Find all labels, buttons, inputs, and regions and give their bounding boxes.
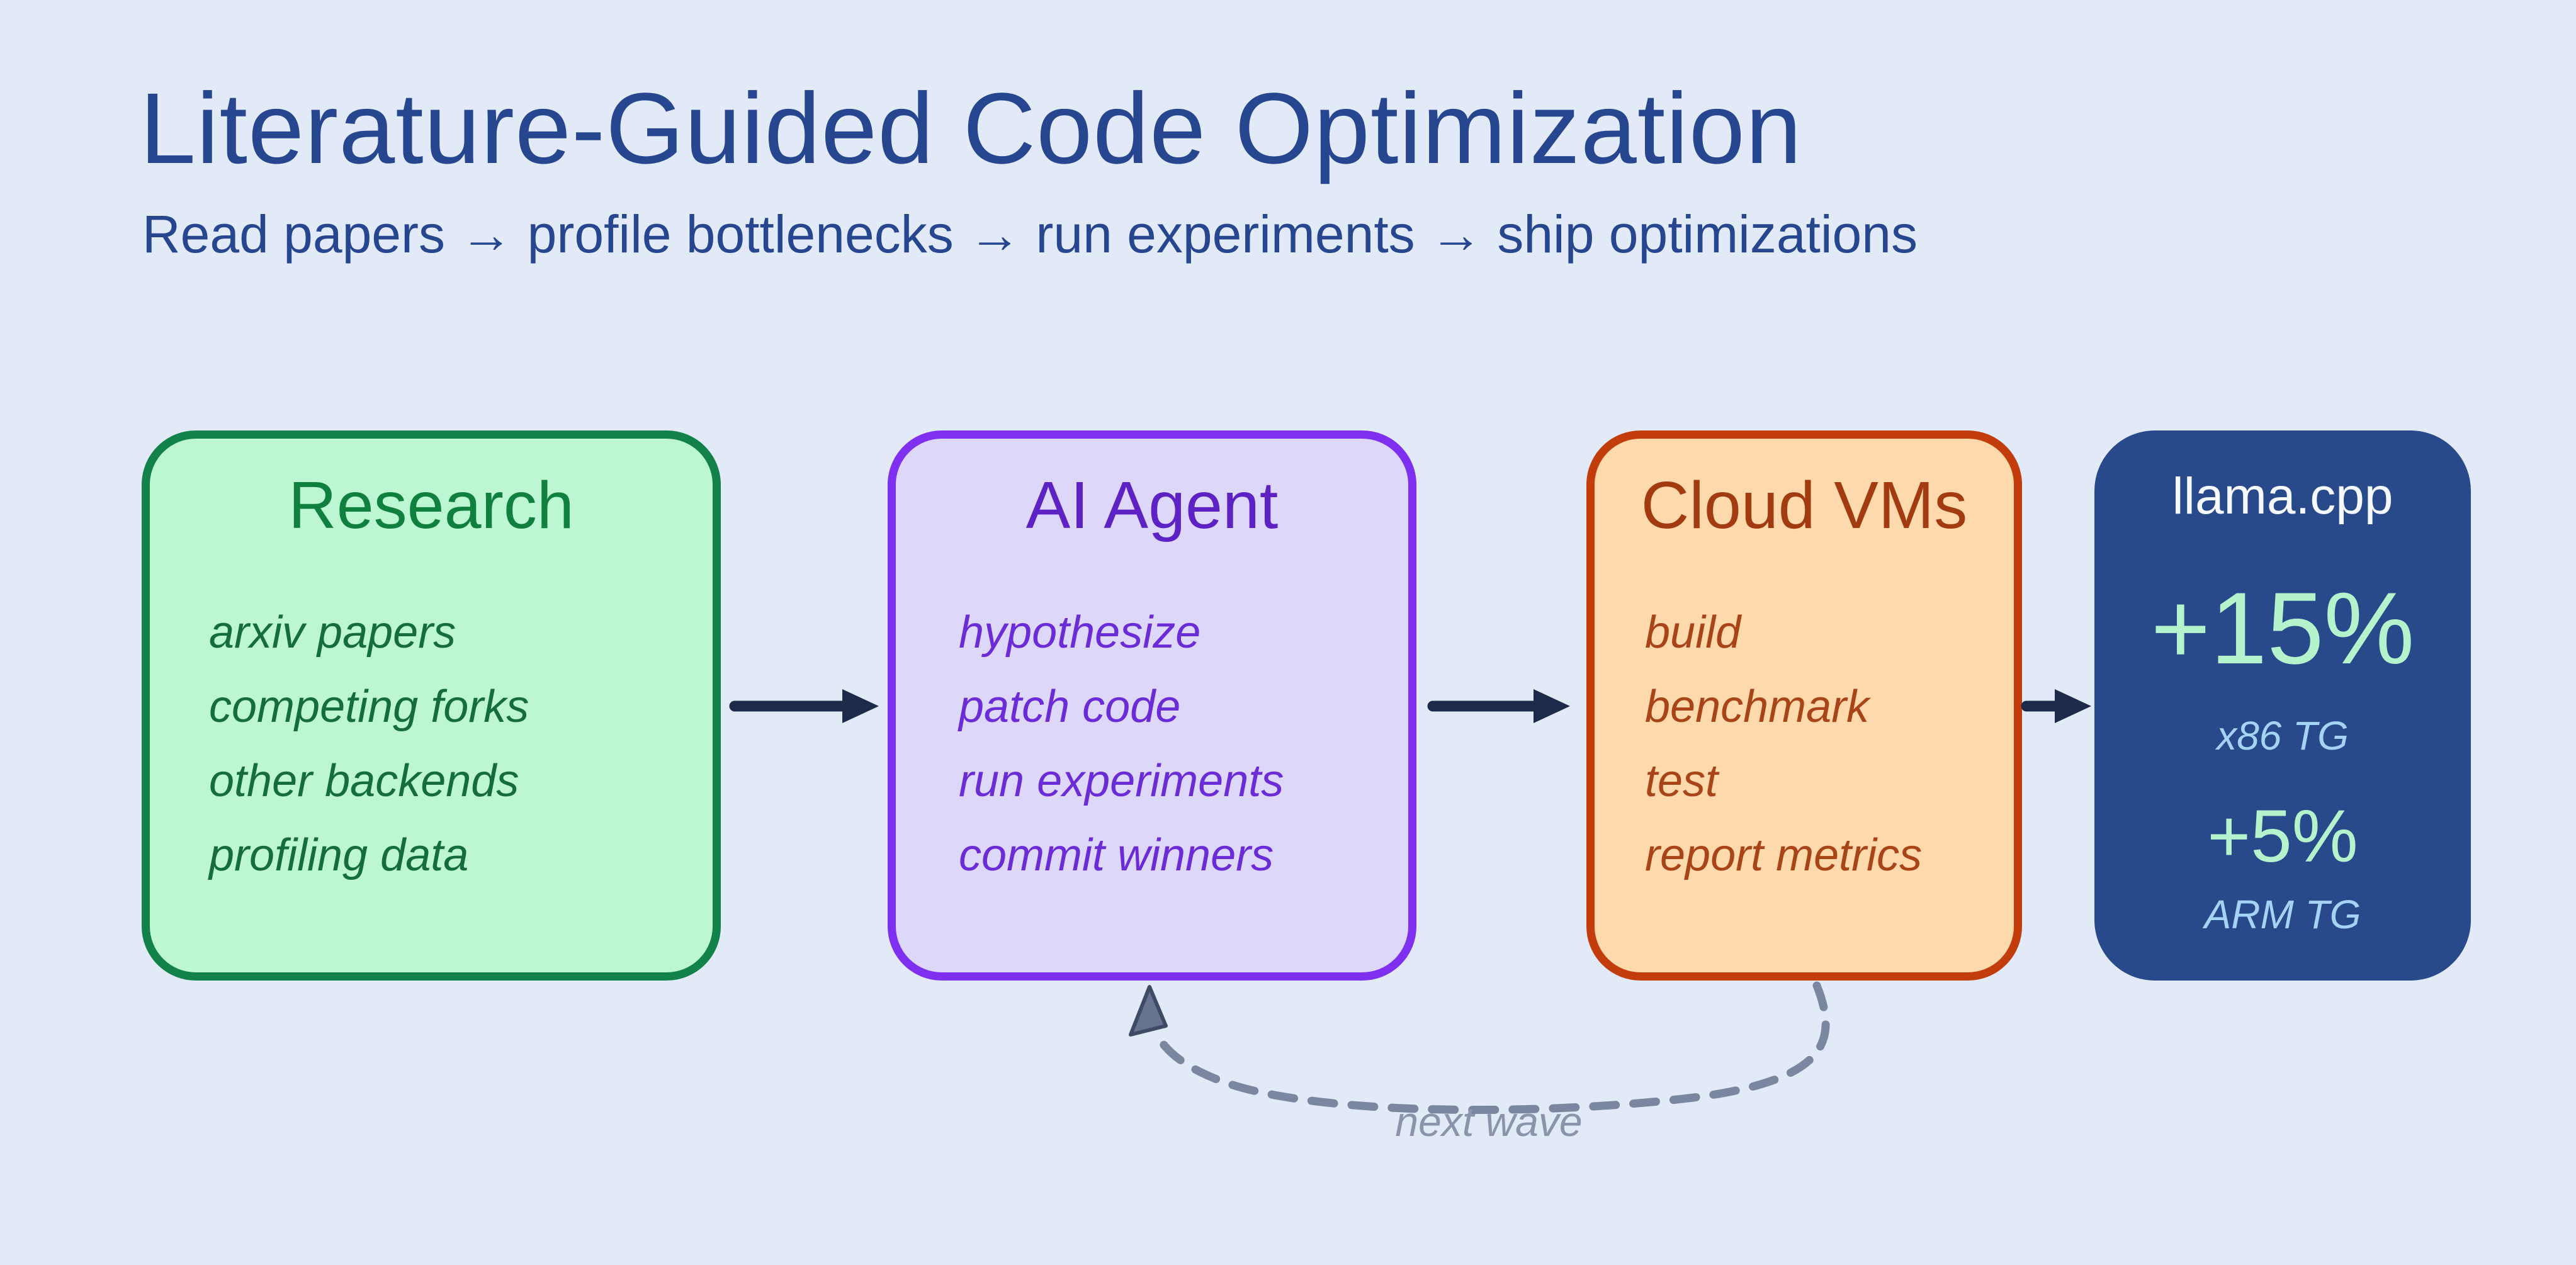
list-item: test [1645,756,1719,806]
list-item: benchmark [1645,682,1870,732]
list-item: report metrics [1645,830,1923,880]
loop-arrow-next-wave [1129,981,1830,1114]
page-title: Literature-Guided Code Optimization [140,72,1802,184]
list-item: commit winners [959,830,1274,880]
list-item: competing forks [209,682,529,732]
flow-arrow-agent-to-cloud [1427,689,1570,723]
box-llama-cpp: llama.cpp +15% x86 TG +5% ARM TG [2094,430,2471,981]
box-cloud-vms: Cloud VMs build benchmark test report me… [1586,430,2022,981]
list-item: build [1645,607,1741,658]
box-ai-agent: AI Agent hypothesize patch code run expe… [888,430,1416,981]
flow-arrow-cloud-to-llama [2021,689,2091,723]
metric-value-arm: +5% [2207,795,2358,879]
box-ai-agent-title: AI Agent [1025,468,1279,543]
flow-arrow-research-to-agent [729,689,879,723]
metric-label-x86: x86 TG [2217,713,2349,759]
box-cloud-vms-title: Cloud VMs [1641,468,1968,543]
box-ai-agent-items: hypothesize patch code run experiments c… [896,595,1408,892]
box-llama-cpp-title: llama.cpp [2172,468,2393,525]
list-item: patch code [959,682,1181,732]
list-item: arxiv papers [209,607,456,658]
list-item: run experiments [959,756,1284,806]
metric-label-arm: ARM TG [2204,891,2361,937]
loop-label: next wave [1395,1098,1583,1145]
list-item: other backends [209,756,519,806]
box-cloud-vms-items: build benchmark test report metrics [1595,595,2014,892]
box-research: Research arxiv papers competing forks ot… [142,430,721,981]
list-item: hypothesize [959,607,1201,658]
box-research-items: arxiv papers competing forks other backe… [150,595,713,892]
page-subtitle: Read papers → profile bottlenecks → run … [142,205,1918,264]
box-research-title: Research [288,468,574,543]
metric-value-x86: +15% [2150,571,2415,685]
list-item: profiling data [209,830,469,880]
